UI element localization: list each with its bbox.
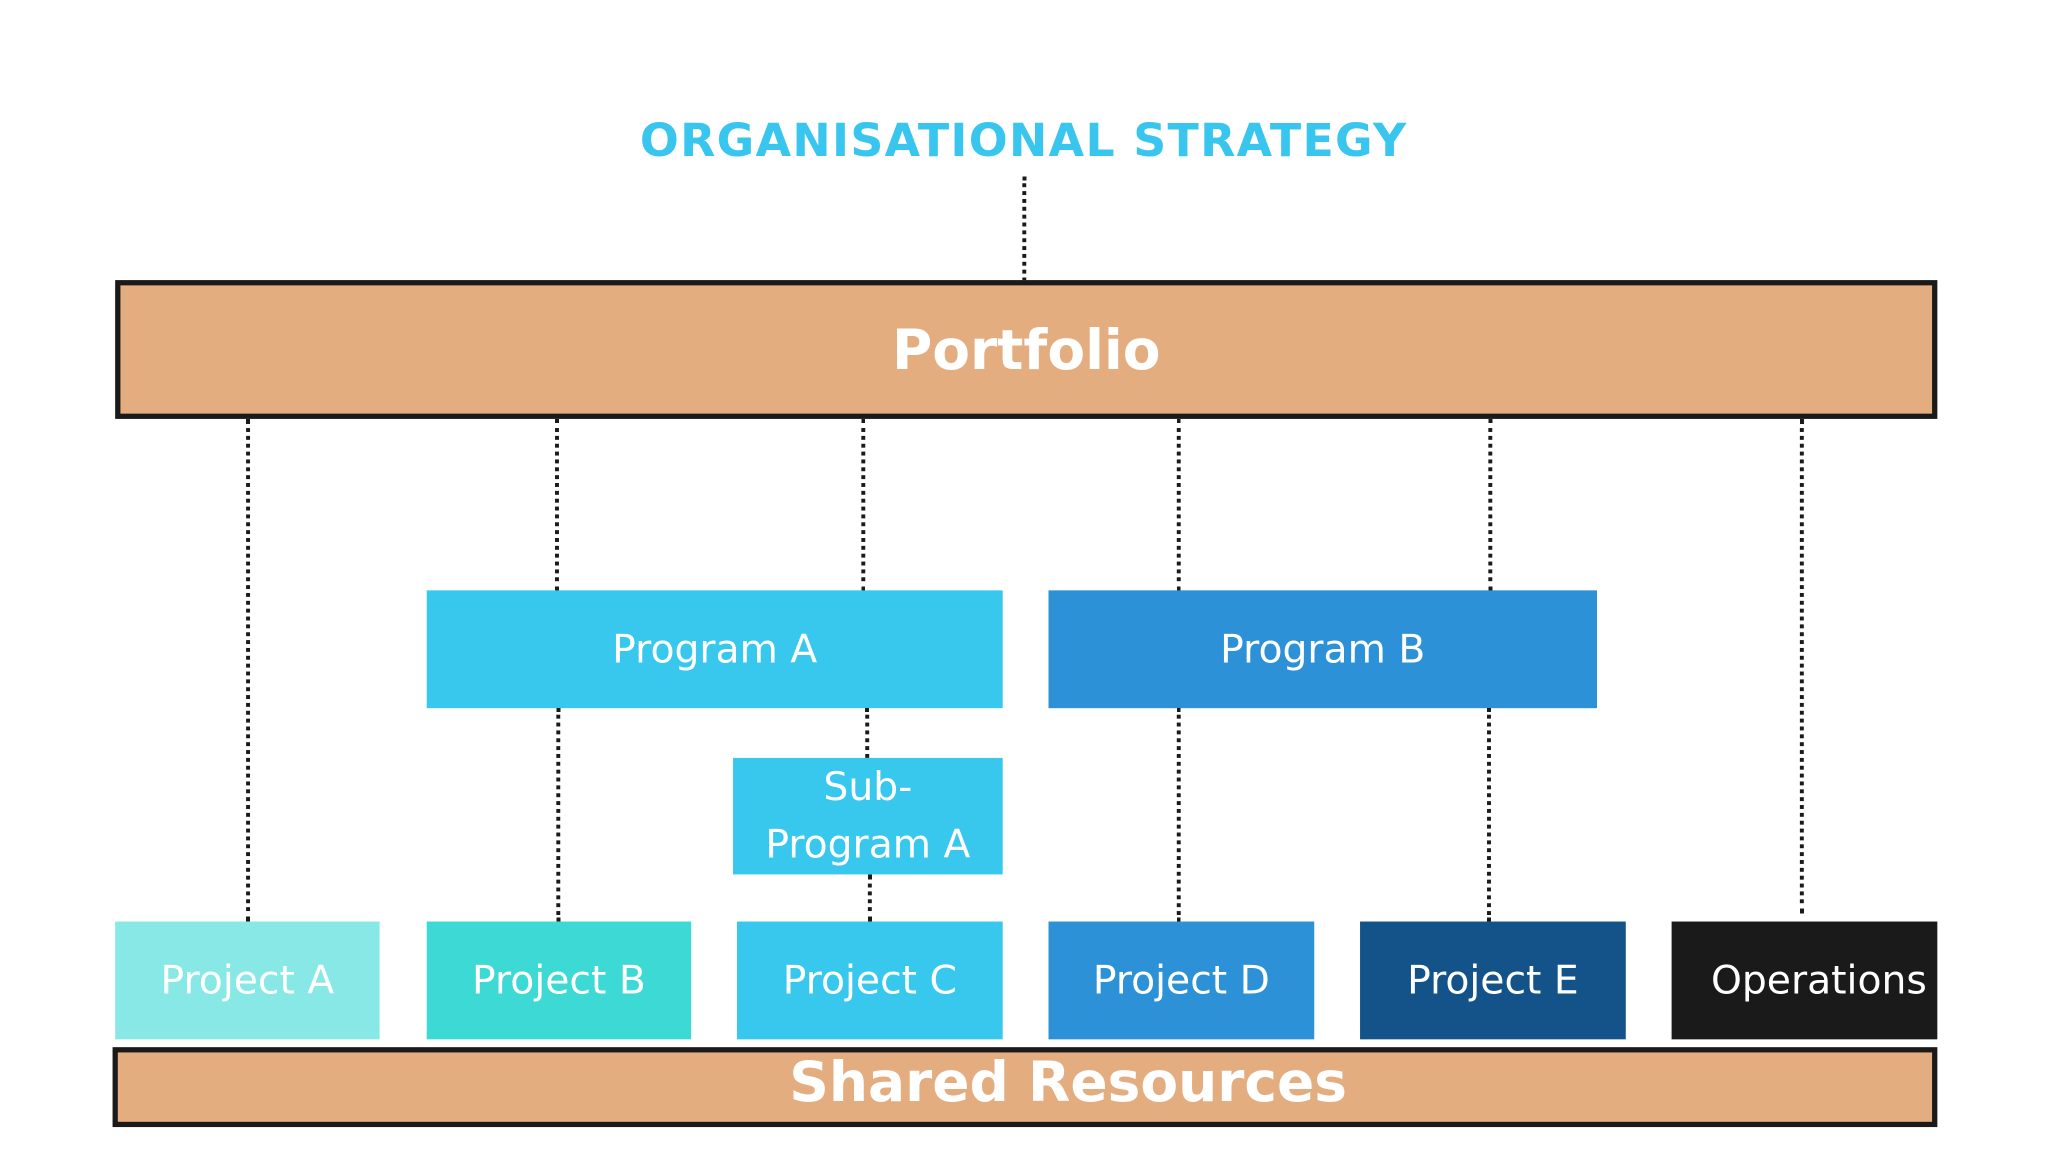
project-b-label: Project B	[472, 957, 646, 1004]
connector-program-a-sub-program	[865, 708, 870, 758]
connector-sub-program-project-c	[867, 874, 872, 922]
sub-program-a-label-line1: Sub-	[823, 764, 913, 811]
project-e-label: Project E	[1407, 957, 1579, 1004]
project-b-box: Project B	[426, 921, 692, 1040]
portfolio-box: Portfolio	[115, 280, 1938, 419]
project-d-label: Project D	[1092, 957, 1270, 1004]
connector-portfolio-operations	[1799, 418, 1804, 914]
program-a-label: Program A	[612, 626, 818, 673]
connector-program-a-project-b	[556, 708, 561, 922]
connector-portfolio-project-a	[246, 418, 251, 922]
sub-program-a-label-line2: Program A	[765, 821, 971, 868]
program-a-box: Program A	[426, 590, 1003, 709]
connector-strategy-portfolio	[1022, 176, 1027, 282]
diagram-title: ORGANISATIONAL STRATEGY	[639, 115, 1408, 168]
connector-portfolio-program-b-right	[1488, 418, 1493, 591]
project-c-box: Project C	[736, 921, 1003, 1040]
project-e-box: Project E	[1360, 921, 1626, 1040]
shared-resources-label: Shared Resources	[789, 1049, 1348, 1114]
project-a-box: Project A	[115, 921, 380, 1040]
project-c-label: Project C	[782, 957, 957, 1004]
project-a-label: Project A	[160, 957, 335, 1004]
shared-resources-box: Shared Resources	[112, 1047, 1938, 1128]
connector-program-b-project-e	[1487, 708, 1491, 922]
operations-label: Operations	[1710, 957, 1927, 1004]
sub-program-a-box: Sub- Program A	[733, 757, 1003, 875]
program-b-label: Program B	[1220, 626, 1426, 673]
connector-portfolio-program-a-left	[555, 418, 559, 591]
portfolio-label: Portfolio	[891, 317, 1161, 382]
project-d-box: Project D	[1048, 921, 1315, 1040]
program-b-box: Program B	[1048, 590, 1597, 709]
operations-box: Operations	[1671, 921, 1938, 1040]
connector-program-b-project-d	[1176, 708, 1181, 922]
connector-portfolio-program-a-right	[861, 418, 866, 591]
connector-portfolio-program-b-left	[1176, 418, 1181, 591]
